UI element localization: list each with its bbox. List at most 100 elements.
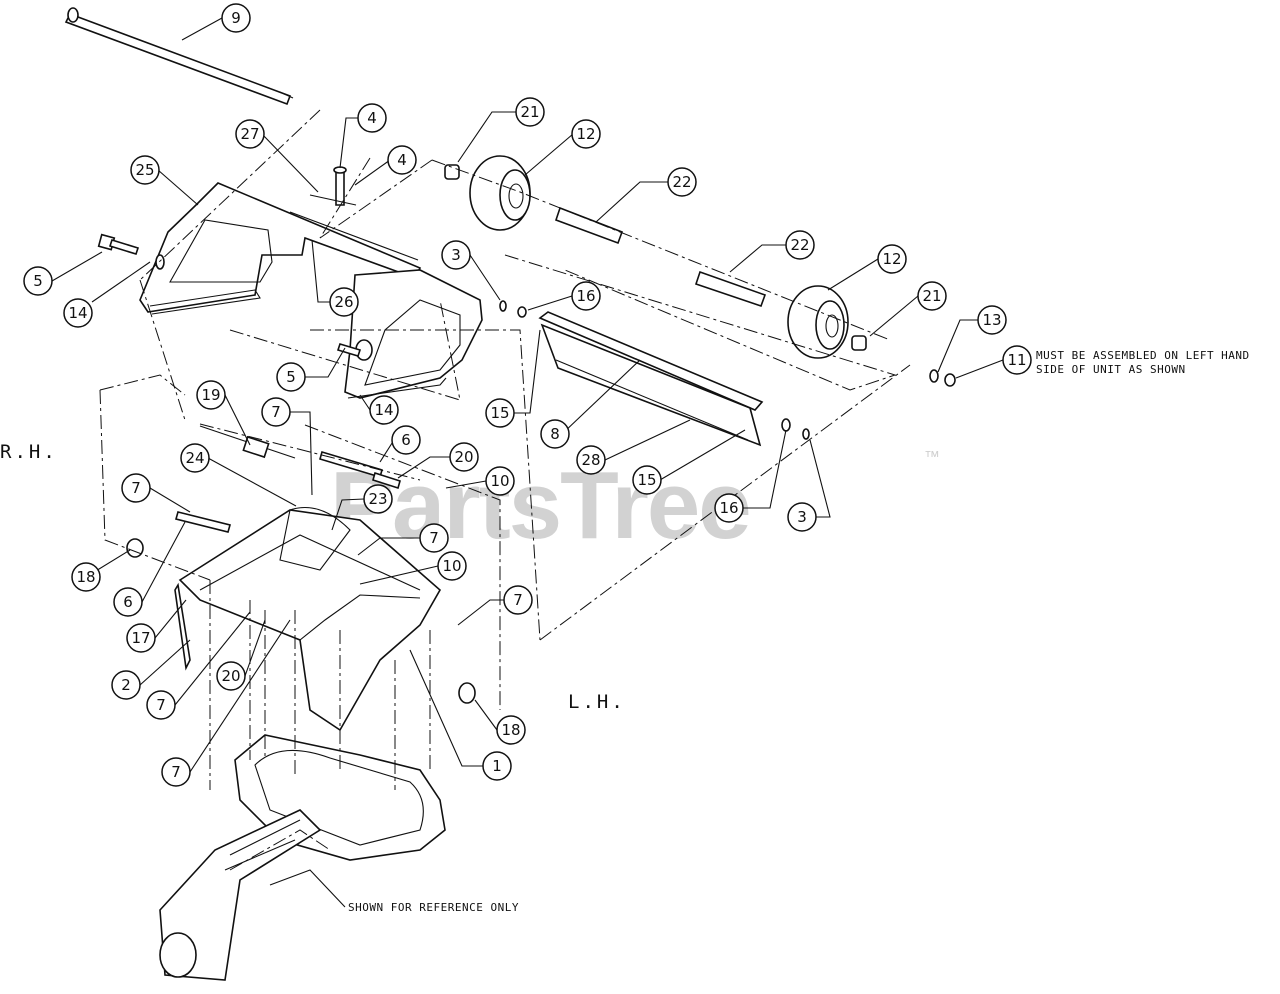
wheel-part-12-lower	[787, 285, 867, 359]
svg-text:7: 7	[171, 763, 181, 781]
callout-18: 18	[496, 715, 526, 745]
svg-text:5: 5	[286, 368, 296, 386]
assembly-lines	[99, 109, 911, 871]
callout-16: 16	[571, 281, 601, 311]
bolt-part-5	[97, 233, 362, 357]
callout-10: 10	[485, 466, 515, 496]
svg-text:7: 7	[156, 696, 166, 714]
link-part-19	[199, 425, 296, 459]
callout-5: 5	[23, 266, 53, 296]
callout-7: 7	[161, 757, 191, 787]
callout-7: 7	[261, 397, 291, 427]
svg-text:16: 16	[576, 287, 595, 305]
chute-part-1	[174, 506, 442, 732]
svg-text:23: 23	[368, 490, 387, 508]
callout-7: 7	[419, 523, 449, 553]
callouts: 9 4 27 4 25 21 12 22 5 14 26 3 16 22 12 …	[23, 3, 1032, 787]
svg-text:1: 1	[492, 757, 502, 775]
trademark-mark: ™	[924, 449, 940, 466]
svg-text:6: 6	[123, 593, 133, 611]
callout-15: 15	[485, 398, 515, 428]
callout-20: 20	[449, 442, 479, 472]
callout-16: 16	[714, 493, 744, 523]
bracket-part-14	[344, 269, 483, 399]
callout-5: 5	[276, 362, 306, 392]
right-hand-label: R.H.	[0, 441, 58, 463]
callout-20: 20	[216, 661, 246, 691]
callout-21: 21	[917, 281, 947, 311]
svg-text:19: 19	[201, 386, 220, 404]
callout-15: 15	[632, 465, 662, 495]
callout-14: 14	[63, 298, 93, 328]
svg-text:11: 11	[1007, 351, 1026, 369]
callout-26: 26	[329, 287, 359, 317]
svg-text:12: 12	[576, 125, 595, 143]
callout-9: 9	[221, 3, 251, 33]
svg-text:12: 12	[882, 250, 901, 268]
svg-text:20: 20	[221, 667, 240, 685]
svg-text:3: 3	[797, 508, 807, 526]
svg-text:16: 16	[719, 499, 738, 517]
svg-text:18: 18	[76, 568, 95, 586]
callout-10: 10	[437, 551, 467, 581]
callout-17: 17	[126, 623, 156, 653]
svg-text:27: 27	[240, 125, 259, 143]
callout-1: 1	[482, 751, 512, 781]
callout-28: 28	[576, 445, 606, 475]
callout-18: 18	[71, 562, 101, 592]
axle-part-22-upper	[554, 206, 624, 245]
callout-4: 4	[357, 103, 387, 133]
bearing-part-18-left	[126, 538, 144, 558]
svg-text:10: 10	[490, 472, 509, 490]
hardware-bits	[499, 300, 956, 440]
callout-7: 7	[121, 473, 151, 503]
svg-text:21: 21	[922, 287, 941, 305]
callout-14: 14	[369, 395, 399, 425]
part-drawings	[51, 7, 1004, 981]
svg-text:3: 3	[451, 246, 461, 264]
callout-7: 7	[146, 690, 176, 720]
assembly-note-line2: SIDE OF UNIT AS SHOWN	[1036, 363, 1186, 376]
callout-27: 27	[235, 119, 265, 149]
left-hand-label: L.H.	[568, 691, 626, 713]
svg-text:14: 14	[68, 304, 87, 322]
svg-text:8: 8	[550, 425, 560, 443]
pin-part-4	[309, 166, 357, 206]
svg-text:22: 22	[672, 173, 691, 191]
assembly-note-line1: MUST BE ASSEMBLED ON LEFT HAND	[1036, 349, 1250, 362]
svg-text:24: 24	[185, 449, 204, 467]
callout-4: 4	[387, 145, 417, 175]
callout-3: 3	[787, 502, 817, 532]
callout-7: 7	[503, 585, 533, 615]
svg-text:7: 7	[271, 403, 281, 421]
callout-6: 6	[391, 425, 421, 455]
axle-part-22-lower	[694, 270, 767, 308]
callout-2: 2	[111, 670, 141, 700]
callout-24: 24	[180, 443, 210, 473]
svg-text:22: 22	[790, 236, 809, 254]
svg-text:18: 18	[501, 721, 520, 739]
gearbox-housing	[159, 734, 446, 981]
svg-text:28: 28	[581, 451, 600, 469]
callout-12: 12	[877, 244, 907, 274]
bearing-part-18-right	[458, 682, 476, 704]
svg-text:17: 17	[131, 629, 150, 647]
callout-8: 8	[540, 419, 570, 449]
svg-text:25: 25	[135, 161, 154, 179]
wheel-part-12-upper	[444, 155, 531, 231]
svg-text:5: 5	[33, 272, 43, 290]
callout-19: 19	[196, 380, 226, 410]
pin-part-20	[372, 471, 401, 490]
callout-21: 21	[515, 97, 545, 127]
svg-text:13: 13	[982, 311, 1001, 329]
reference-note: SHOWN FOR REFERENCE ONLY	[348, 901, 519, 914]
svg-text:26: 26	[334, 293, 353, 311]
svg-text:10: 10	[442, 557, 461, 575]
watermark: PartsTree	[330, 452, 750, 559]
callout-11: 11	[1002, 345, 1032, 375]
bolt-part-6	[175, 511, 231, 533]
callout-23: 23	[363, 484, 393, 514]
svg-text:21: 21	[520, 103, 539, 121]
leader-lines	[51, 17, 1004, 908]
